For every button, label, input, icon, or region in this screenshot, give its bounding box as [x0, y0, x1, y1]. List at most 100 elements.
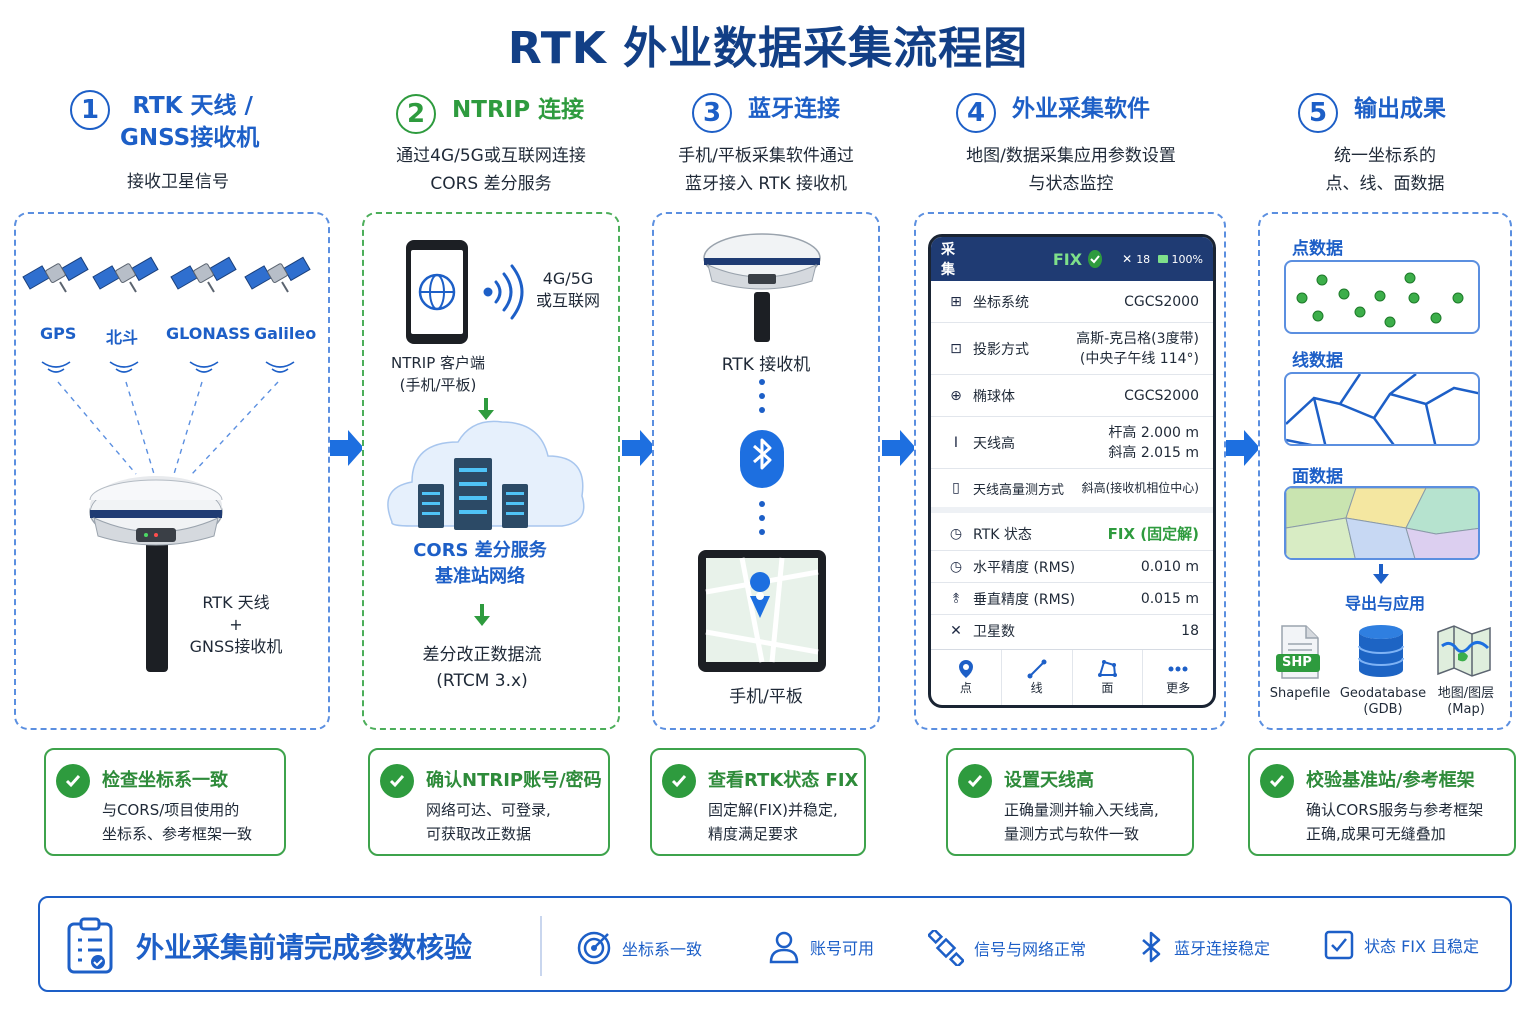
check-desc: 网络可达、可登录, 可获取改正数据	[426, 798, 551, 846]
check-card-ntrip: 确认NTRIP账号/密码 网络可达、可登录,可获取改正数据	[368, 748, 610, 856]
area-data-title: 面数据	[1292, 467, 1343, 487]
check-card-antenna-height: 设置天线高 正确量测并输入天线高,量测方式与软件一致	[946, 748, 1194, 856]
satellite-small-icon: ✕	[1122, 252, 1133, 266]
tablet-icon	[698, 550, 826, 672]
satellite-icon	[92, 256, 159, 293]
ntrip-client-label: NTRIP 客户端 (手机/平板)	[378, 352, 498, 396]
polygon-icon	[1098, 660, 1118, 677]
satellite-icon	[244, 256, 311, 293]
fix-check-icon	[1088, 250, 1103, 268]
page-title: RTK 外业数据采集流程图	[507, 23, 1029, 74]
map-layer-icon	[1437, 625, 1491, 677]
tab-more[interactable]: 更多	[1143, 650, 1213, 705]
check-desc-line1: 正确量测并输入天线高,	[1004, 801, 1159, 819]
app-row-ellipsoid[interactable]: ⊕ 椭球体 CGCS2000	[931, 375, 1213, 417]
line-data-graphic	[1286, 374, 1478, 444]
row-value: 斜高(接收机相位中心)	[1081, 481, 1199, 495]
row-key: 投影方式	[973, 341, 1029, 358]
banner-item-coordinate: 坐标系一致	[576, 930, 702, 966]
row-value-line2: (中央子午线 114°)	[1079, 350, 1199, 367]
check-circle-icon	[1260, 764, 1294, 798]
satellite-label-beidou: 北斗	[106, 328, 139, 347]
app-row-coord-system[interactable]: ⊞ 坐标系统 CGCS2000	[931, 281, 1213, 323]
step-3-title: 蓝牙连接	[748, 96, 840, 122]
format-line1: 地图/图层	[1437, 686, 1495, 701]
point-data-title: 点数据	[1292, 239, 1343, 259]
row-value-line1: 杆高 2.000 m	[1108, 424, 1199, 441]
check-title: 校验基准站/参考框架	[1306, 770, 1475, 791]
banner-divider	[540, 916, 542, 976]
checkbox-icon	[1324, 930, 1354, 960]
connection-dots	[759, 379, 765, 535]
clock-icon: ◷	[949, 525, 963, 542]
app-row-projection[interactable]: ⊡ 投影方式 高斯-克吕格(3度带) (中央子午线 114°)	[931, 323, 1213, 375]
tab-line[interactable]: 线	[1002, 650, 1073, 705]
cloud-server-icon	[387, 420, 585, 530]
app-header: 采集 FIX ✕ 18 100%	[931, 237, 1213, 281]
flow-arrow-icon	[1226, 430, 1260, 466]
tab-point[interactable]: 点	[931, 650, 1002, 705]
row-key: 椭球体	[973, 388, 1015, 405]
row-value-line2: 斜高 2.015 m	[1108, 444, 1199, 461]
panel-1-artwork	[22, 256, 311, 672]
pin-icon	[958, 660, 973, 678]
row-value-line1: 高斯-克吕格(3度带)	[1076, 330, 1199, 347]
step-number-4: 4	[956, 93, 996, 133]
check-desc-line2: 坐标系、参考框架一致	[102, 825, 253, 843]
panel-gnss-receiver	[14, 212, 330, 730]
row-value: 0.010 m	[1140, 558, 1199, 575]
row-value: FIX (固定解)	[1107, 524, 1199, 543]
correction-stream-line1: 差分改正数据流	[422, 645, 542, 665]
satellite-icon	[22, 256, 89, 293]
tab-area[interactable]: 面	[1073, 650, 1144, 705]
check-desc-line2: 可获取改正数据	[426, 825, 532, 843]
banner-item-label: 信号与网络正常	[974, 940, 1087, 959]
antenna-label-line1: RTK 天线	[202, 593, 270, 612]
antenna-label-plus: +	[229, 615, 243, 634]
app-row-vertical-accuracy: ⥉ 垂直精度 (RMS) 0.015 m	[931, 583, 1213, 615]
step-3-desc: 手机/平板采集软件通过 蓝牙接入 RTK 接收机	[652, 142, 880, 198]
field-app-screen: 采集 FIX ✕ 18 100% ⊞ 坐标系统 CGCS2000 ⊡ 投影方式 …	[928, 234, 1216, 708]
wireless-signal-icon	[483, 264, 524, 320]
panel-3-artwork	[698, 233, 826, 672]
flow-arrow-icon	[330, 430, 364, 466]
point-data-preview	[1284, 260, 1480, 334]
network-label: 4G/5G 或互联网	[528, 268, 608, 312]
app-row-height-method[interactable]: ▯ 天线高量测方式 斜高(接收机相位中心)	[931, 469, 1213, 513]
row-key: 坐标系统	[973, 294, 1029, 311]
check-desc: 固定解(FIX)并稳定,精度满足要求	[708, 798, 838, 846]
format-shapefile: Shapefile	[1260, 686, 1340, 702]
globe-icon: ⊕	[950, 387, 962, 404]
correction-stream-label: 差分改正数据流 (RTCM 3.x)	[382, 642, 582, 694]
step-3-desc-line2: 蓝牙接入 RTK 接收机	[685, 174, 847, 194]
row-value: CGCS2000	[1124, 293, 1199, 310]
step-2-desc-line1: 通过4G/5G或互联网连接	[396, 146, 586, 166]
check-desc-line1: 固定解(FIX)并稳定,	[708, 801, 838, 819]
check-circle-icon	[662, 764, 696, 798]
row-value: 高斯-克吕格(3度带) (中央子午线 114°)	[1076, 329, 1199, 369]
banner-item-account: 账号可用	[768, 930, 874, 964]
clock-icon: ◷	[949, 558, 963, 575]
check-title: 检查坐标系一致	[102, 770, 228, 791]
row-key: 卫星数	[973, 624, 1015, 640]
check-desc-line1: 网络可达、可登录,	[426, 801, 551, 819]
app-row-satellites: ✕ 卫星数 18	[931, 615, 1213, 647]
row-value: 0.015 m	[1140, 590, 1199, 607]
verification-banner: 外业采集前请完成参数核验 坐标系一致 账号可用 信号与网络正常 蓝牙连接稳定 状…	[38, 896, 1512, 992]
check-desc: 确认CORS服务与参考框架正确,成果可无缝叠加	[1306, 798, 1483, 846]
satellite-label-glonass: GLONASS	[166, 324, 251, 343]
target-icon	[577, 931, 611, 965]
tab-label: 面	[1101, 681, 1114, 695]
satellite-icon: ✕	[950, 623, 962, 639]
down-arrow-icon	[1373, 564, 1389, 584]
app-row-antenna-height[interactable]: Ⅰ 天线高 杆高 2.000 m 斜高 2.015 m	[931, 417, 1213, 469]
banner-item-fix: 状态 FIX 且稳定	[1324, 930, 1479, 960]
banner-item-label: 账号可用	[810, 939, 875, 958]
satellite-label-galileo: Galileo	[254, 324, 317, 343]
bluetooth-icon	[740, 430, 784, 488]
signal-waves-icon	[41, 361, 295, 373]
step-5-desc-line2: 点、线、面数据	[1325, 174, 1445, 194]
step-4-desc: 地图/数据采集应用参数设置 与状态监控	[916, 142, 1226, 198]
projection-icon: ⊡	[950, 340, 962, 357]
format-map: 地图/图层 (Map)	[1426, 686, 1506, 718]
